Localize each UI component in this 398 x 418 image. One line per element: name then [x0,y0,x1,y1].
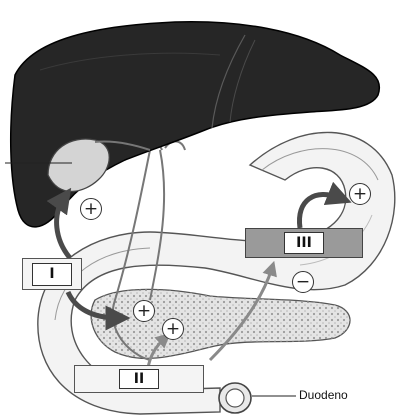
box-I: I [22,258,82,290]
box-III: III [245,228,363,258]
minus-sign-box-III: − [292,271,314,293]
duodeno-label: Duodeno [299,388,348,402]
box-I-label: I [32,263,72,286]
box-III-label: III [284,232,324,254]
plus-sign-box-III: + [349,183,371,205]
plus-sign-gallbladder: + [80,198,102,220]
plus-sign-pancreas-upper: + [133,300,155,322]
box-II: II [74,365,204,393]
plus-sign-pancreas-lower: + [162,318,184,340]
box-II-label: II [119,369,159,389]
